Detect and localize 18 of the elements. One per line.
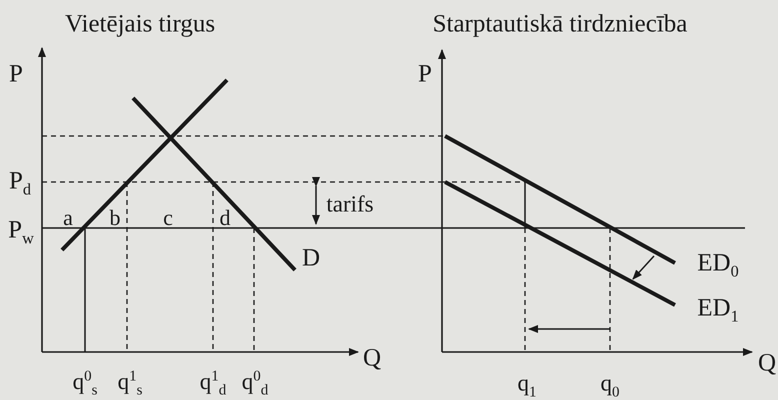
axis-label: Q xyxy=(362,346,382,370)
axis-label: P xyxy=(418,62,432,86)
price-label: P$_{w}$ xyxy=(8,217,34,247)
curve-label: ED$_{1}$ xyxy=(697,295,739,325)
panel-heading: Vietējais tirgus xyxy=(64,12,216,36)
area-label: d xyxy=(220,207,230,229)
area-label: a xyxy=(63,207,73,229)
quantity-label: q$_{0}$ xyxy=(600,372,620,400)
quantity-label: q$_{1}$ xyxy=(518,372,536,400)
axis-label: Q xyxy=(758,350,776,376)
area-label: c xyxy=(163,207,173,229)
area-label: b xyxy=(110,207,120,229)
panel-heading: Starptautiskā tirdzniecība xyxy=(432,12,688,36)
curve-label: ED$_{0}$ xyxy=(697,250,739,280)
price-label: P$_{d}$ xyxy=(8,168,32,198)
axis-label: P xyxy=(9,62,23,86)
curve-label: D xyxy=(302,246,320,270)
tariff-label: tarifs xyxy=(326,192,374,216)
